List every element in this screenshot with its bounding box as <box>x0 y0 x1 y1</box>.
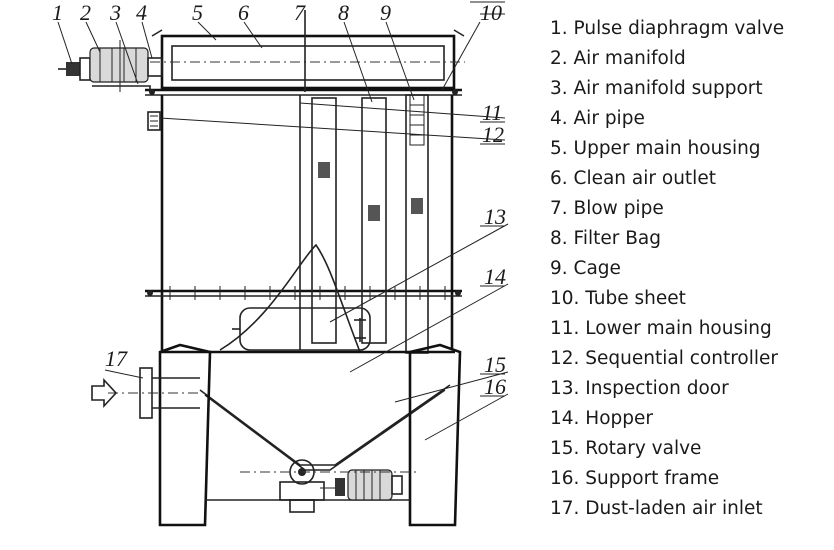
legend-item: 3. Air manifold support <box>550 78 763 99</box>
callout-9: 9 <box>380 0 391 25</box>
callout-7: 7 <box>294 0 306 25</box>
legend-item: 12. Sequential controller <box>550 348 779 369</box>
callout-3: 3 <box>109 0 121 25</box>
callout-1: 1 <box>52 0 63 25</box>
legend-item: 8. Filter Bag <box>550 228 661 249</box>
dust-laden-air-inlet <box>91 367 200 419</box>
air-pipe <box>147 57 163 77</box>
callout-13: 13 <box>484 204 506 229</box>
air-manifold <box>89 40 149 92</box>
legend-item: 6. Clean air outlet <box>550 168 716 189</box>
legend-item: 16. Support frame <box>550 468 720 489</box>
air-manifold-support <box>92 85 151 92</box>
callout-12: 12 <box>482 122 504 147</box>
baghouse-diagram: 1 2 3 4 5 6 7 8 9 10 11 12 13 14 15 16 1… <box>52 0 509 527</box>
callout-8: 8 <box>338 0 349 25</box>
inlet-arrow-icon <box>91 377 118 409</box>
callout-11: 11 <box>482 100 502 125</box>
legend-item: 15. Rotary valve <box>550 438 702 459</box>
legend-item: 1. Pulse diaphragm valve <box>550 18 785 39</box>
callout-17: 17 <box>105 346 128 371</box>
pulse-diaphragm-valve <box>58 57 91 81</box>
callout-2: 2 <box>80 0 91 25</box>
callout-4: 4 <box>136 0 147 25</box>
blow-pipe <box>299 10 306 350</box>
legend-item: 17. Dust-laden air inlet <box>550 498 763 519</box>
legend-item: 14. Hopper <box>550 408 654 429</box>
legend-item: 4. Air pipe <box>550 108 645 129</box>
rotary-valve <box>240 459 420 513</box>
upper-main-housing <box>150 29 465 90</box>
legend-item: 7. Blow pipe <box>550 198 664 219</box>
legend-item: 9. Cage <box>550 258 621 279</box>
leader-lines <box>57 1 509 441</box>
inspection-door <box>232 307 371 351</box>
legend-item: 5. Upper main housing <box>550 138 761 159</box>
lower-main-housing <box>145 95 462 350</box>
parts-legend: 1. Pulse diaphragm valve 2. Air manifold… <box>550 14 830 524</box>
callout-6: 6 <box>238 0 249 25</box>
support-frame <box>158 343 462 527</box>
filter-bag <box>311 97 387 344</box>
callout-5: 5 <box>192 0 203 25</box>
callout-14: 14 <box>484 264 506 289</box>
sequential-controller <box>147 111 161 131</box>
legend-item: 10. Tube sheet <box>550 288 686 309</box>
callout-10: 10 <box>480 0 502 25</box>
callout-16: 16 <box>484 374 506 399</box>
legend-item: 13. Inspection door <box>550 378 729 399</box>
callout-numbers: 1 2 3 4 5 6 7 8 9 10 11 12 13 14 15 16 1… <box>52 0 506 399</box>
tube-sheet <box>145 88 462 96</box>
legend-item: 2. Air manifold <box>550 48 686 69</box>
callout-15: 15 <box>484 352 506 377</box>
legend-item: 11. Lower main housing <box>550 318 772 339</box>
cage <box>405 94 429 354</box>
